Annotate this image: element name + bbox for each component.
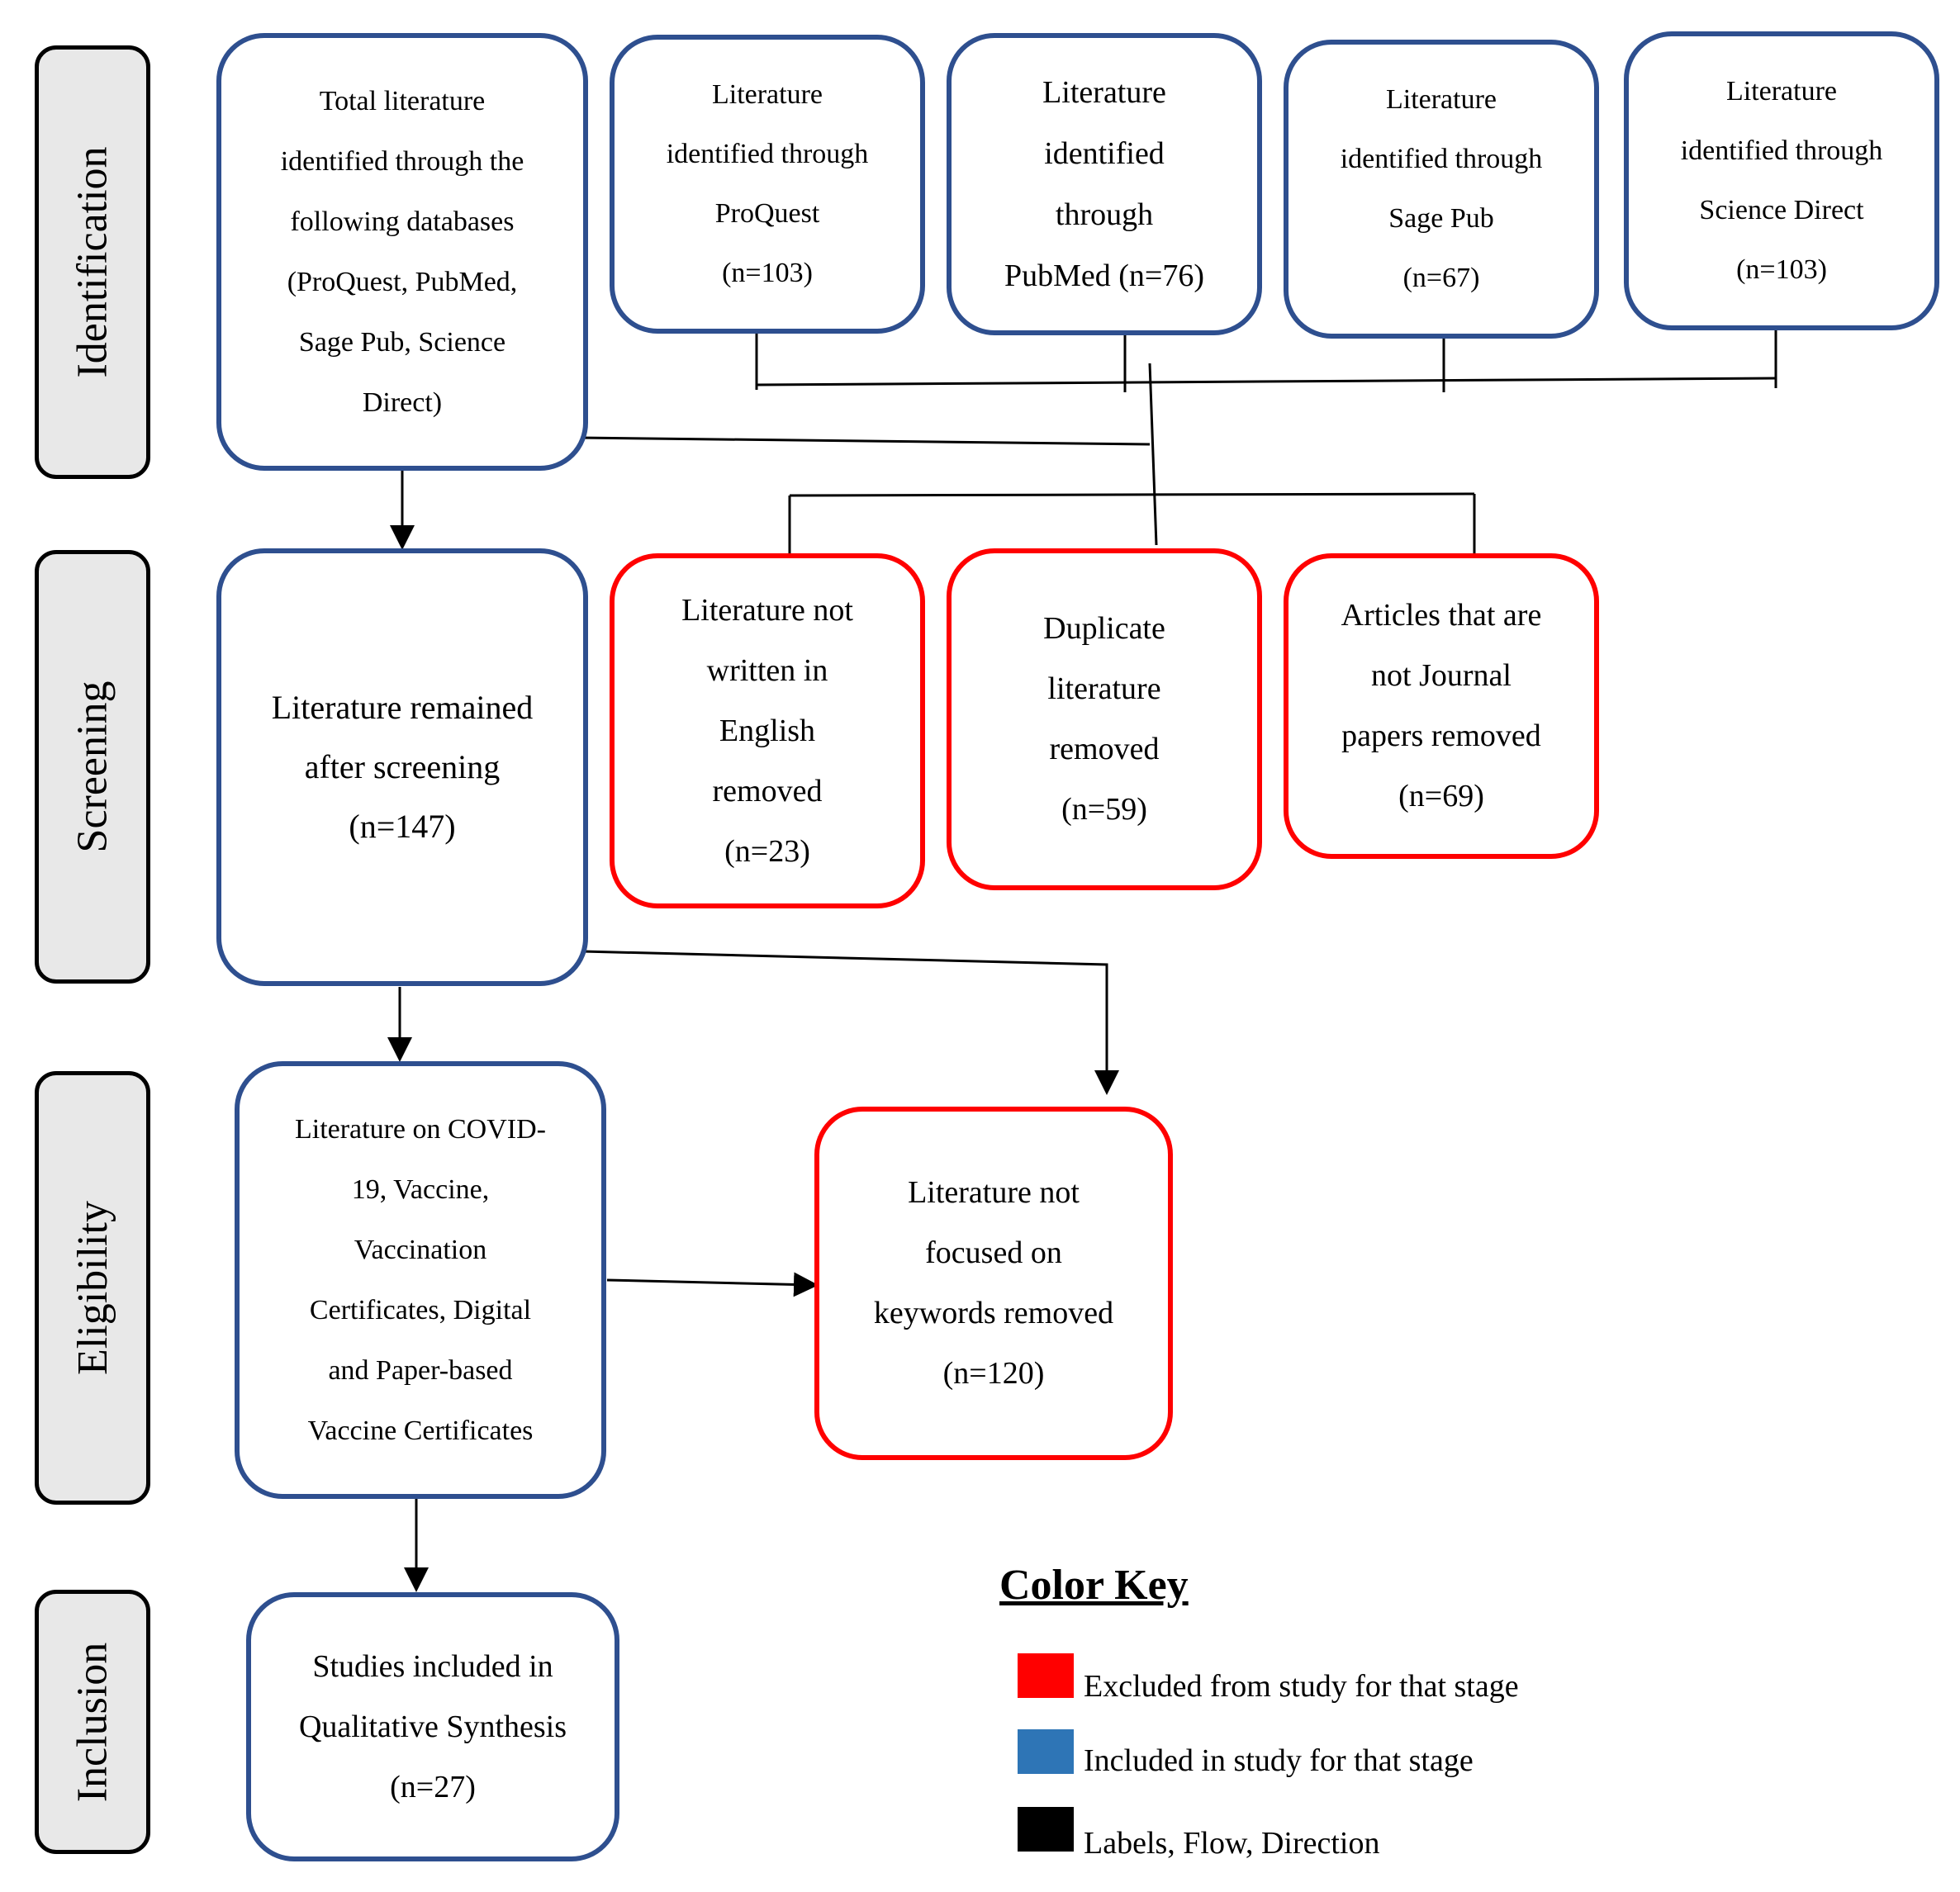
- box-not-english: Literature not written in English remove…: [610, 553, 925, 908]
- box-total-literature: Total literature identified through the …: [216, 33, 588, 471]
- connector-to-exclusions: [1148, 363, 1158, 546]
- box-not-journal: Articles that are not Journal papers rem…: [1284, 553, 1599, 859]
- connector-database-bar: [756, 377, 1777, 386]
- connector-total-to-bar: [577, 436, 1151, 446]
- color-key-swatch-labels: [1018, 1807, 1074, 1852]
- color-key-swatch-excluded: [1018, 1653, 1074, 1698]
- color-key-label-labels: Labels, Flow, Direction: [1084, 1826, 1380, 1861]
- color-key-label-included: Included in study for that stage: [1084, 1743, 1474, 1778]
- box-duplicate: Duplicate literature removed (n=59): [947, 548, 1262, 890]
- box-pubmed: Literature identified through PubMed (n=…: [947, 33, 1262, 335]
- stage-inclusion: Inclusion: [35, 1590, 150, 1854]
- box-literature-remained: Literature remained after screening (n=1…: [216, 548, 588, 986]
- box-proquest: Literature identified through ProQuest (…: [610, 35, 925, 334]
- color-key-label-excluded: Excluded from study for that stage: [1084, 1669, 1519, 1704]
- color-key-title: Color Key: [999, 1562, 1189, 1609]
- arrow-screening-to-not-focused: [581, 950, 1119, 1095]
- color-key-swatch-included: [1018, 1729, 1074, 1774]
- box-studies-included: Studies included in Qualitative Synthesi…: [246, 1592, 619, 1861]
- stage-eligibility: Eligibility: [35, 1071, 150, 1505]
- box-sciencedirect: Literature identified through Science Di…: [1624, 31, 1939, 330]
- stage-screening: Screening: [35, 550, 150, 984]
- box-eligible-literature: Literature on COVID- 19, Vaccine, Vaccin…: [235, 1061, 606, 1499]
- arrow-eligible-to-not-focused: [606, 1272, 819, 1297]
- box-sagepub: Literature identified through Sage Pub (…: [1284, 40, 1599, 339]
- stage-identification: Identification: [35, 45, 150, 479]
- connector-exclusion-bar: [789, 492, 1475, 497]
- box-not-focused: Literature not focused on keywords remov…: [814, 1107, 1173, 1460]
